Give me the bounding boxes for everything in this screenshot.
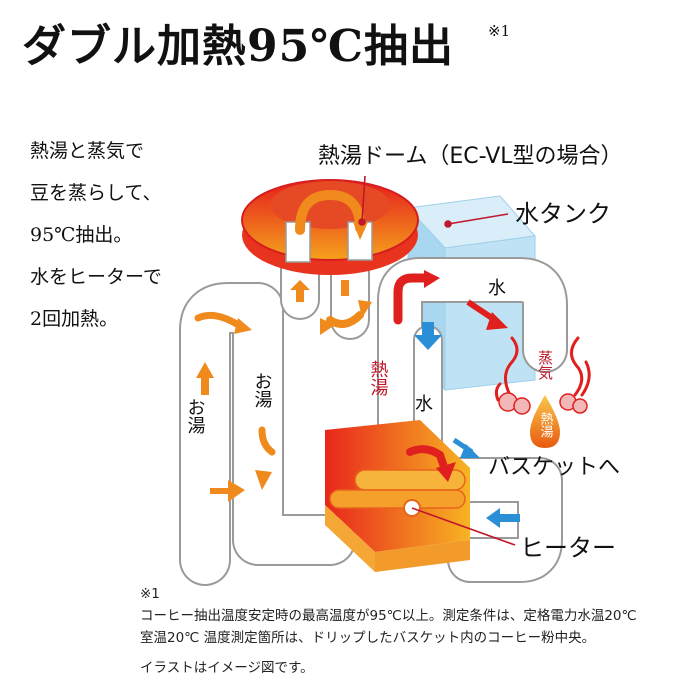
water-tank-label: 水タンク <box>515 200 611 228</box>
steam-puffs <box>498 392 588 415</box>
description-line: 2回加熱。 <box>30 308 119 330</box>
description: 熱湯と蒸気で 豆を蒸らして、 95℃抽出。 水をヒーターで 2回加熱。 <box>30 130 162 340</box>
steam-label: 蒸気 <box>536 350 554 381</box>
footnote-mark: ※1 <box>140 586 160 602</box>
tank-water-label: 水 <box>488 278 506 299</box>
title-footnote-mark: ※1 <box>488 22 511 40</box>
drop-hot-water-label: 熱湯 <box>538 412 554 438</box>
illustration-note: イラストはイメージ図です。 <box>140 660 314 676</box>
description-line: 熱湯と蒸気で <box>30 140 145 162</box>
description-line: 豆を蒸らして、 <box>30 182 162 204</box>
steam-wisps <box>494 336 591 402</box>
description-line: 水をヒーターで <box>30 266 162 288</box>
footnote-line: コーヒー抽出温度安定時の最高温度が95℃以上。測定条件は、定格電力水温20℃ <box>140 608 637 624</box>
mid-pipe-hot-water-label: お湯 <box>252 372 273 409</box>
description-line: 95℃抽出。 <box>30 224 133 246</box>
red-flow-arrows <box>393 270 508 482</box>
hot-water-drop-icon <box>530 395 560 448</box>
dome-label: 熱湯ドーム（EC-VL型の場合） <box>318 144 623 169</box>
pipe-water-label: 水 <box>415 394 433 415</box>
hot-water-flow-arrows <box>194 280 372 502</box>
hot-water-dome <box>241 179 419 275</box>
leader-lines <box>358 175 516 546</box>
left-pipe-hot-water-label: お湯 <box>185 398 206 435</box>
water-flow-arrows <box>414 322 520 528</box>
heater-label: ヒーター <box>520 534 616 562</box>
footnote-line: 室温20℃ 温度測定箇所は、ドリップしたバスケット内のコーヒー粉中央。 <box>140 630 596 646</box>
page-title: ダブル加熱95℃抽出 <box>22 21 454 72</box>
hot-water-label: 熱湯 <box>368 360 389 397</box>
footnote: ※1 コーヒー抽出温度安定時の最高温度が95℃以上。測定条件は、定格電力水温20… <box>140 583 637 679</box>
to-basket-label: バスケットへ <box>488 455 620 480</box>
